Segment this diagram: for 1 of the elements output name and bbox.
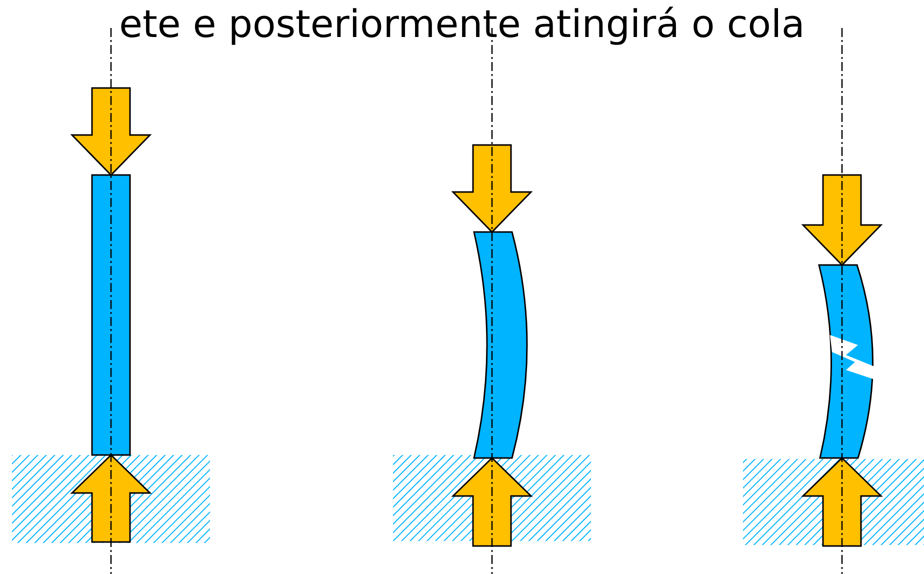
heading: ete e posteriormente atingirá o cola [118, 2, 806, 46]
